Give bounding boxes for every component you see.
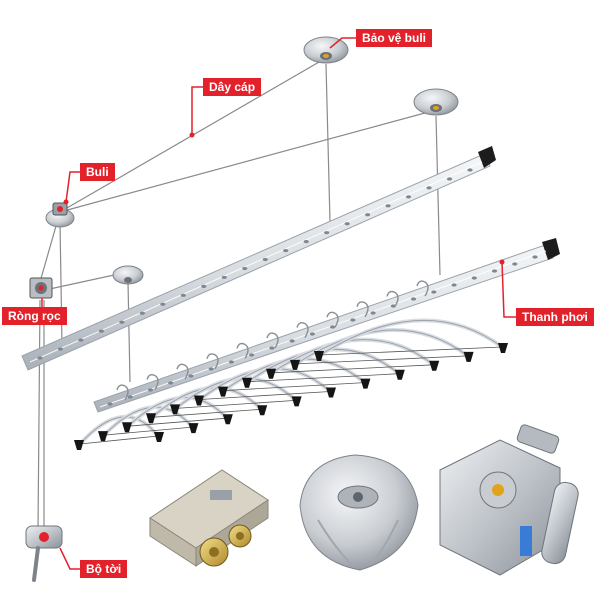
rail-slot bbox=[262, 257, 268, 262]
hanger bbox=[98, 374, 199, 442]
rail-slot bbox=[491, 269, 498, 273]
hanger bbox=[314, 280, 508, 361]
label-cable: Dây cáp bbox=[203, 78, 262, 96]
hanger-set bbox=[74, 280, 508, 450]
rail-slot bbox=[471, 276, 477, 280]
rail-slot bbox=[426, 186, 432, 190]
rail-slot bbox=[309, 332, 315, 336]
pulley-guard-icon bbox=[303, 36, 349, 64]
rail-slot bbox=[228, 360, 235, 364]
dome-guard-closeup-icon bbox=[299, 454, 419, 571]
pulley-guard-icon bbox=[112, 265, 144, 285]
rail-slot bbox=[365, 213, 371, 217]
winch-mechanism-icon bbox=[439, 424, 579, 576]
rail-slot bbox=[201, 284, 207, 288]
rail-slot bbox=[249, 353, 255, 357]
rail-slot bbox=[344, 222, 350, 226]
label-pulley: Buli bbox=[80, 163, 115, 181]
rail-slot bbox=[127, 395, 133, 399]
rail-slot bbox=[57, 347, 64, 351]
rail-slot bbox=[37, 356, 43, 360]
cable-lines bbox=[37, 57, 441, 531]
rail-slot bbox=[512, 262, 518, 266]
rail-slots bbox=[37, 168, 538, 406]
hanger bbox=[290, 290, 474, 370]
rail-slot bbox=[431, 290, 437, 294]
rail-slot bbox=[283, 248, 289, 253]
rail-slot bbox=[269, 346, 275, 350]
rail-slot bbox=[289, 339, 295, 343]
rail-slot bbox=[324, 231, 330, 235]
lower-drying-rail bbox=[93, 238, 560, 413]
pulley-block-icon bbox=[29, 277, 53, 299]
label-pulley-guard: Bảo vệ buli bbox=[356, 29, 433, 47]
rail-slot bbox=[147, 388, 154, 392]
rail-slot bbox=[221, 275, 227, 280]
hand-winch-icon bbox=[25, 525, 63, 582]
rail-slot bbox=[208, 367, 214, 371]
pulley-guard-icon bbox=[413, 88, 459, 116]
rail-slot bbox=[370, 311, 376, 315]
rail-slot bbox=[390, 304, 396, 308]
pulley-wheel-icon bbox=[45, 202, 75, 228]
rail-slot bbox=[160, 302, 166, 306]
rail-slot bbox=[451, 283, 457, 287]
rail-slot bbox=[350, 318, 356, 322]
rail-slot bbox=[119, 320, 125, 324]
rail-slot bbox=[107, 402, 113, 406]
label-winch: Bộ tời bbox=[80, 560, 128, 578]
rail-slot bbox=[188, 374, 194, 378]
rail-slot bbox=[78, 338, 84, 342]
rail-slot bbox=[446, 177, 453, 181]
rail-slot bbox=[303, 240, 309, 244]
rail-slot bbox=[467, 168, 473, 172]
hanger bbox=[266, 301, 440, 379]
slider-block-icon bbox=[149, 469, 269, 567]
rail-slot bbox=[532, 255, 538, 259]
label-drying-rail: Thanh phơi bbox=[516, 308, 594, 326]
rail-slot bbox=[139, 311, 145, 315]
rail-slot bbox=[168, 381, 174, 385]
rail-slot bbox=[405, 195, 412, 199]
upper-drying-rail bbox=[21, 146, 496, 371]
rail-slot bbox=[98, 329, 105, 333]
label-pulley-block: Ròng rọc bbox=[2, 307, 67, 325]
rail-slot bbox=[410, 297, 417, 301]
rail-slot bbox=[242, 266, 248, 271]
rail-slot bbox=[330, 325, 336, 329]
rail-slot bbox=[180, 293, 186, 297]
rail-slot bbox=[385, 204, 391, 208]
